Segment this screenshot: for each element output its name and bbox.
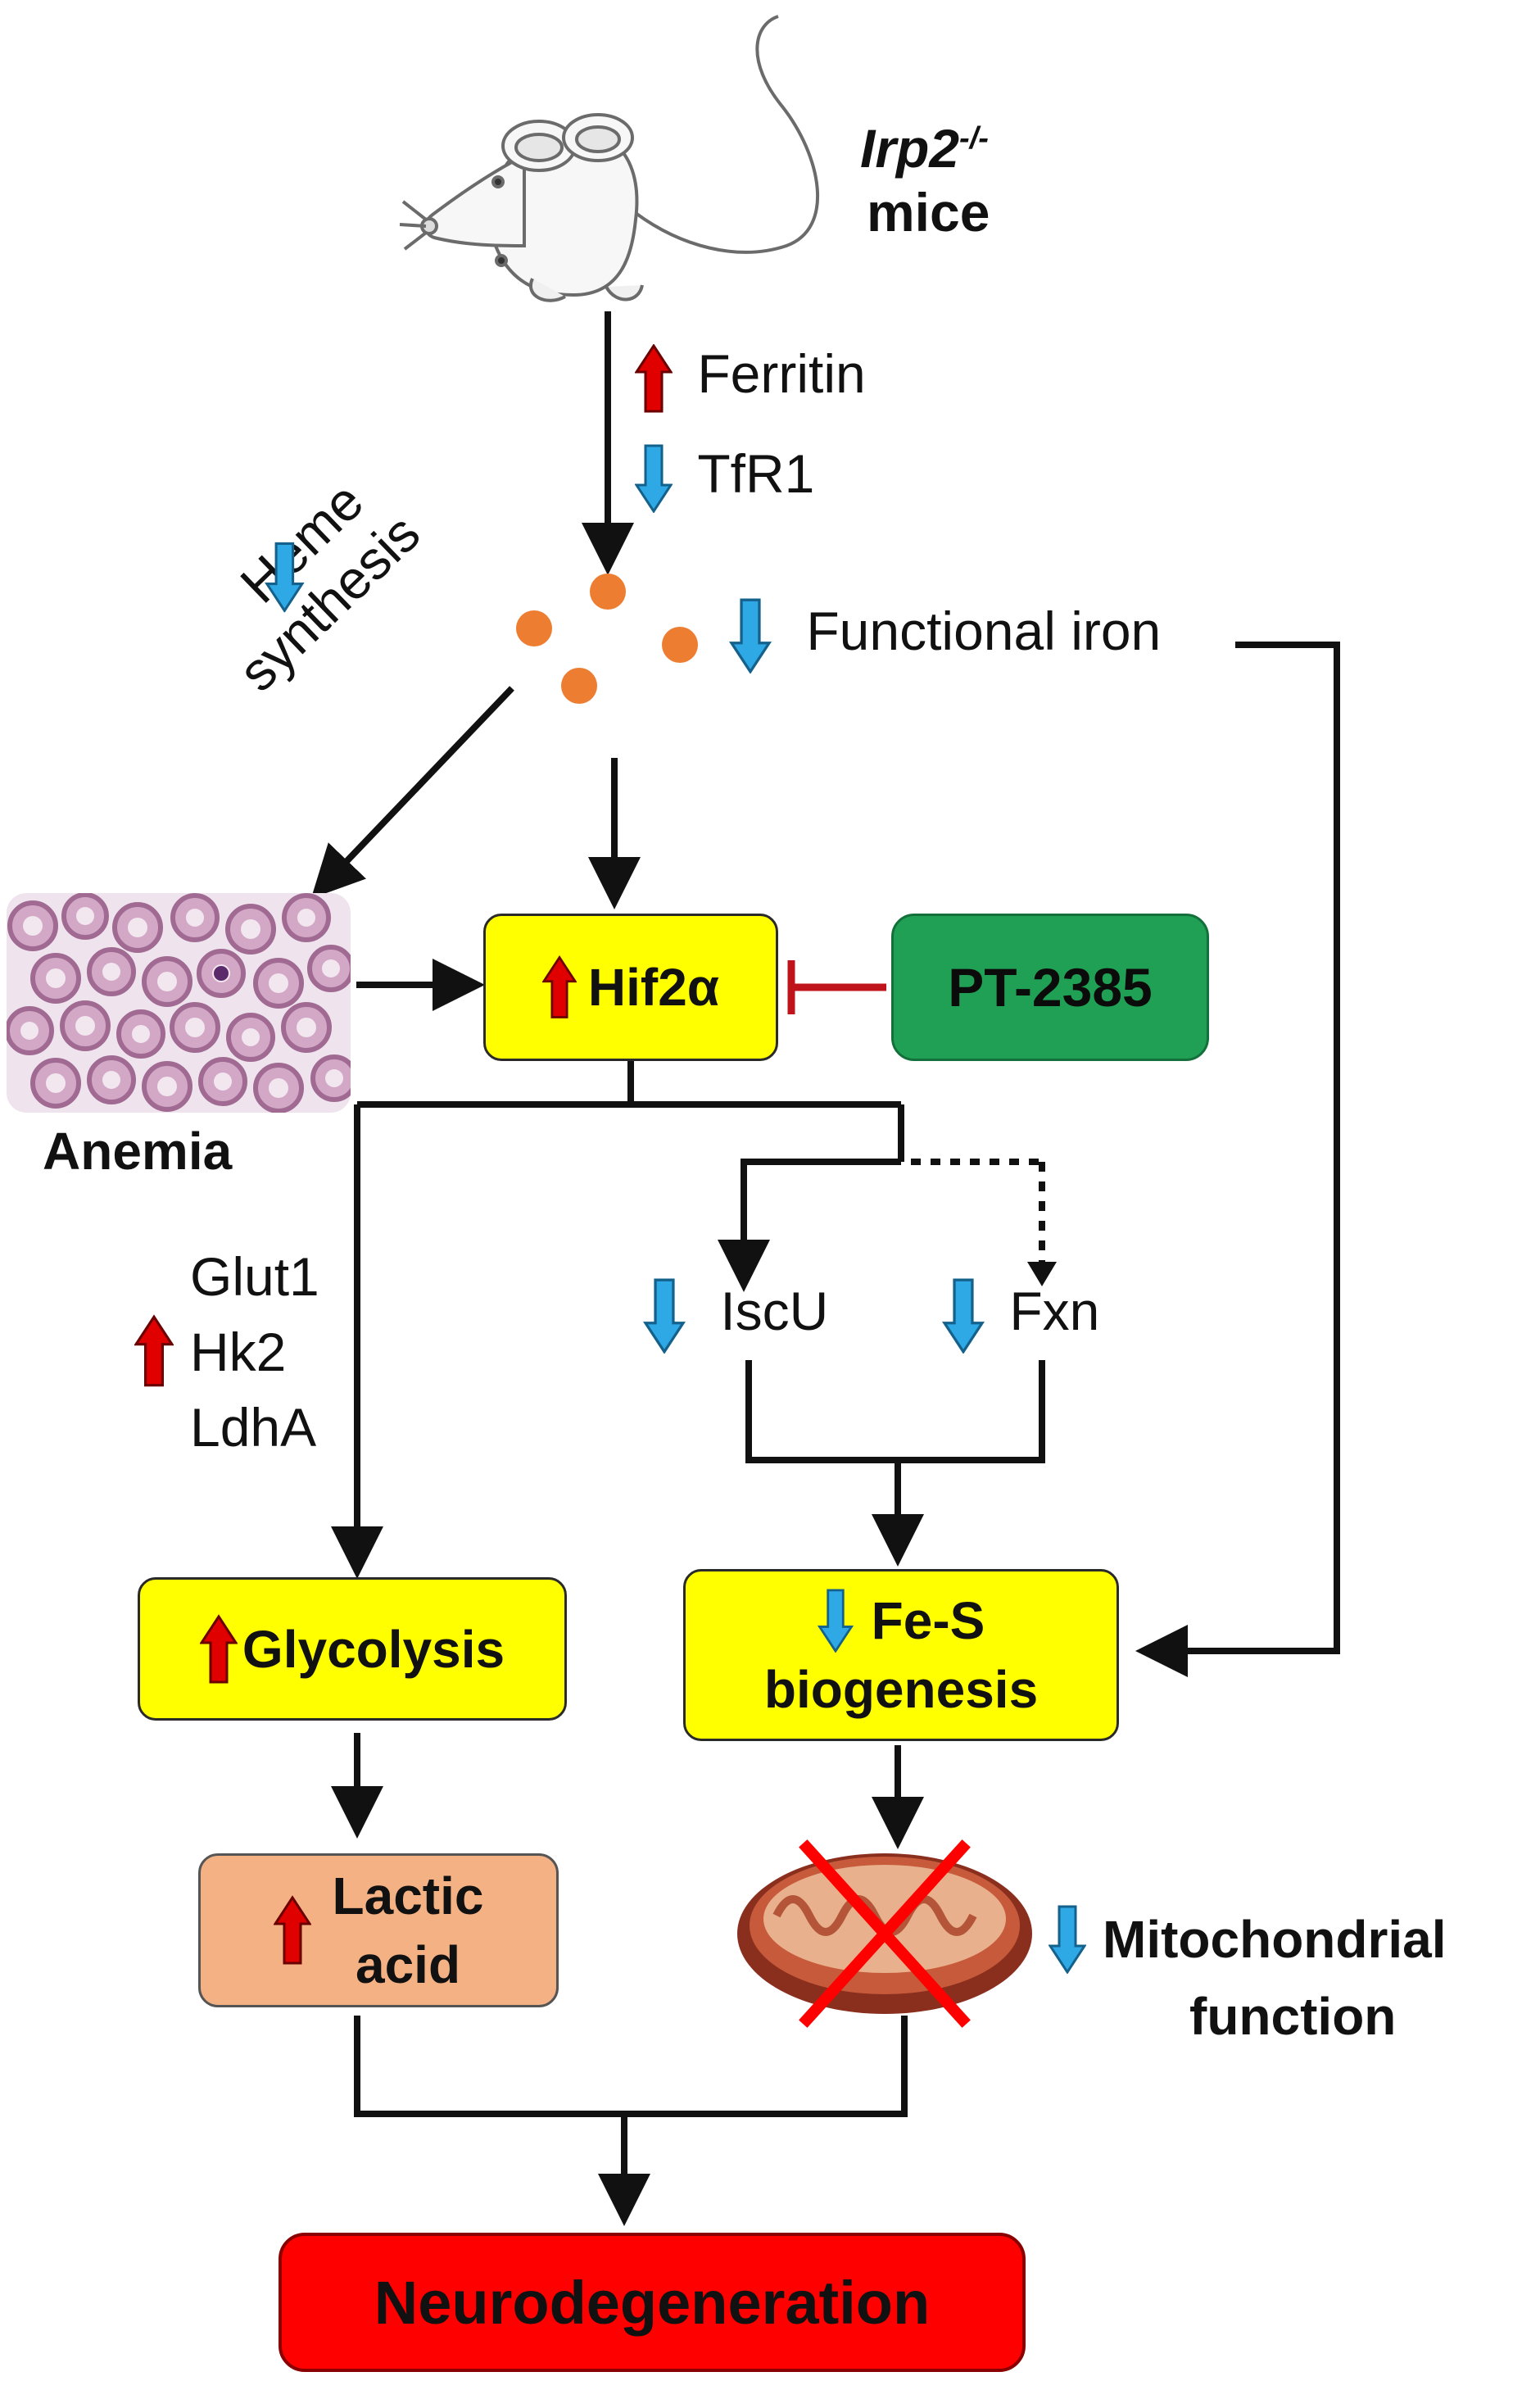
iron-to-fes-connector bbox=[1135, 642, 1340, 1677]
lactic-line1: Lactic bbox=[332, 1866, 484, 1925]
mouse-label: Irp2-/- mice bbox=[860, 107, 990, 244]
fes-biogenesis-box: Fe-S biogenesis bbox=[683, 1569, 1119, 1741]
mitochondrial-function-label: Mitochondrial function bbox=[1049, 1901, 1447, 2055]
down-arrow-icon bbox=[942, 1278, 985, 1354]
heme-synthesis-label: Heme synthesis bbox=[174, 457, 432, 713]
fxn-label: Fxn bbox=[1009, 1281, 1100, 1342]
pt2385-box: PT-2385 bbox=[891, 914, 1209, 1061]
gene-hk2: Hk2 bbox=[190, 1322, 287, 1382]
anemia-blood-smear-image bbox=[7, 893, 351, 1113]
hif2a-box: Hif2α bbox=[483, 914, 778, 1061]
functional-iron-label: Functional iron bbox=[727, 598, 1161, 673]
fxn-item: Fxn bbox=[942, 1278, 1099, 1354]
up-arrow-icon bbox=[541, 955, 577, 1018]
up-arrow-icon bbox=[635, 343, 673, 413]
down-arrow-icon bbox=[643, 1278, 686, 1354]
iron-dot bbox=[516, 610, 552, 646]
iscu-item: IscU bbox=[643, 1278, 828, 1354]
neurodegeneration-box: Neurodegeneration bbox=[279, 2233, 1026, 2372]
neurodegeneration-label: Neurodegeneration bbox=[374, 2268, 931, 2337]
down-arrow-icon bbox=[264, 542, 304, 613]
fes-line1: Fe-S bbox=[871, 1591, 985, 1650]
tfr1-change: TfR1 bbox=[635, 442, 814, 513]
down-arrow-icon bbox=[817, 1589, 854, 1653]
tfr1-label: TfR1 bbox=[697, 443, 815, 504]
iron-dot bbox=[590, 574, 626, 610]
iron-dot bbox=[662, 627, 698, 663]
cross-mark bbox=[799, 1839, 971, 2028]
mouse-icon bbox=[399, 15, 820, 302]
down-arrow-icon bbox=[1049, 1905, 1086, 1974]
down-arrow-icon bbox=[635, 444, 673, 513]
glycolysis-box: Glycolysis bbox=[138, 1577, 567, 1721]
anemia-label: Anemia bbox=[43, 1122, 233, 1181]
mito-line1: Mitochondrial bbox=[1103, 1910, 1447, 1969]
hif2a-label: Hif2α bbox=[587, 958, 720, 1017]
ferritin-change: Ferritin bbox=[635, 342, 866, 413]
gene-ldha: LdhA bbox=[190, 1397, 317, 1458]
functional-iron-text: Functional iron bbox=[806, 601, 1162, 662]
gene-superscript: -/- bbox=[959, 121, 989, 156]
fes-line2: biogenesis bbox=[763, 1660, 1039, 1719]
iron-to-anemia-arrow bbox=[310, 686, 514, 899]
up-arrow-icon bbox=[134, 1314, 174, 1387]
gene-name: Irp2 bbox=[860, 118, 960, 179]
gene-glut1: Glut1 bbox=[190, 1246, 319, 1307]
up-arrow-icon bbox=[273, 1895, 311, 1965]
pt2385-label: PT-2385 bbox=[948, 957, 1153, 1018]
iron-dot bbox=[561, 668, 597, 704]
glycolysis-label: Glycolysis bbox=[242, 1619, 505, 1679]
iscu-label: IscU bbox=[720, 1281, 829, 1342]
mice-word: mice bbox=[867, 182, 990, 243]
lactic-line2: acid bbox=[355, 1935, 461, 1994]
mito-line2: function bbox=[1189, 1987, 1397, 2046]
ferritin-label: Ferritin bbox=[697, 343, 866, 404]
glycolysis-genes: Glut1 Hk2 LdhA bbox=[121, 1239, 319, 1465]
up-arrow-icon bbox=[199, 1613, 238, 1683]
down-arrow-icon bbox=[728, 598, 772, 673]
lactic-acid-box: Lactic acid bbox=[198, 1853, 559, 2007]
